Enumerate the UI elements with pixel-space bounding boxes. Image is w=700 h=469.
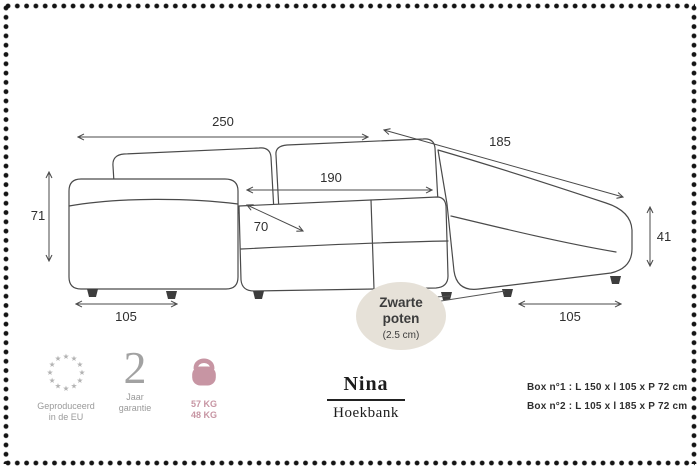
dim-left-depth: 105 [115, 309, 137, 324]
svg-text:★: ★ [77, 360, 84, 369]
weight-label: 57 KG 48 KG [172, 399, 236, 421]
box2-dimensions: Box n°2 : L 105 x l 185 x P 72 cm [527, 401, 688, 412]
svg-text:★: ★ [71, 382, 78, 391]
svg-text:★: ★ [55, 354, 62, 363]
dimension-line-chaise-length [382, 128, 625, 199]
svg-text:★: ★ [77, 376, 84, 385]
legs-badge: Zwarte poten (2.5 cm) [356, 282, 506, 350]
svg-text:★: ★ [63, 384, 70, 393]
weight-line1: 57 KG [190, 399, 217, 409]
warranty-label-line1: Jaar [126, 392, 144, 402]
sofa-seat-front-line [240, 240, 449, 250]
badge-text-size: (2.5 cm) [383, 330, 420, 341]
box-dimensions: Box n°1 : L 150 x l 105 x P 72 cm Box n°… [527, 378, 687, 416]
dimension-line-seat-depth [245, 204, 305, 232]
product-category: Hoekbank [333, 404, 399, 421]
eu-made-badge: ★★★ ★★★ ★★★ ★★★ Geproduceerd in de EU [32, 350, 100, 423]
eu-made-label: Geproduceerd in de EU [32, 401, 100, 423]
svg-text:★: ★ [71, 354, 78, 363]
badge-text-line1: Zwarte [379, 295, 423, 310]
title-divider [327, 399, 405, 401]
sofa-leg [166, 291, 177, 299]
sofa-chaise-cushion-line [450, 215, 617, 253]
sofa-leg [253, 291, 264, 299]
sofa-outline [68, 138, 633, 292]
sofa-leg [610, 276, 621, 284]
dim-total-width: 250 [212, 114, 234, 129]
dim-chaise-length: 185 [489, 134, 511, 149]
dim-back-height: 71 [31, 208, 45, 223]
dim-seat-height: 41 [657, 229, 671, 244]
badge-pointer-line-2 [440, 290, 506, 302]
warranty-label: Jaar garantie [106, 392, 164, 414]
sofa-seat-divider-line [370, 199, 375, 290]
sofa-legs [87, 276, 621, 300]
svg-text:★: ★ [49, 376, 56, 385]
svg-text:★: ★ [49, 360, 56, 369]
dim-seat-depth: 70 [254, 219, 268, 234]
svg-text:★: ★ [79, 368, 86, 377]
kettlebell-icon [192, 358, 216, 386]
weight-badge: 57 KG 48 KG [172, 350, 236, 421]
sofa-leg [502, 289, 513, 297]
dim-seat-width: 190 [320, 170, 342, 185]
badge-text-line2: poten [383, 311, 420, 326]
warranty-label-line2: garantie [118, 403, 152, 413]
eu-stars-icon: ★★★ ★★★ ★★★ ★★★ [47, 352, 86, 393]
svg-text:★: ★ [63, 352, 70, 361]
eu-label-line2: in de EU [48, 412, 84, 422]
badge-pointer-line-1 [435, 295, 451, 298]
sofa-left-arm [68, 178, 239, 290]
weight-line2: 48 KG [190, 410, 217, 420]
eu-label-line1: Geproduceerd [37, 401, 95, 411]
dim-right-depth: 105 [559, 309, 581, 324]
product-name: Nina [343, 373, 389, 395]
sofa-left-arm-top-line [68, 198, 239, 207]
warranty-years: 2 [123, 342, 147, 393]
dimension-lines [45, 128, 654, 308]
dimension-labels: 250 185 190 70 71 41 105 105 [31, 114, 671, 324]
box1-dimensions: Box n°1 : L 150 x l 105 x P 72 cm [527, 382, 688, 393]
sofa-leg [87, 289, 98, 297]
product-title: Nina Hoekbank [295, 373, 437, 422]
badge-circle [356, 282, 446, 350]
svg-text:★: ★ [55, 382, 62, 391]
svg-text:★: ★ [47, 368, 54, 377]
warranty-badge: 2 Jaar garantie [106, 342, 164, 414]
